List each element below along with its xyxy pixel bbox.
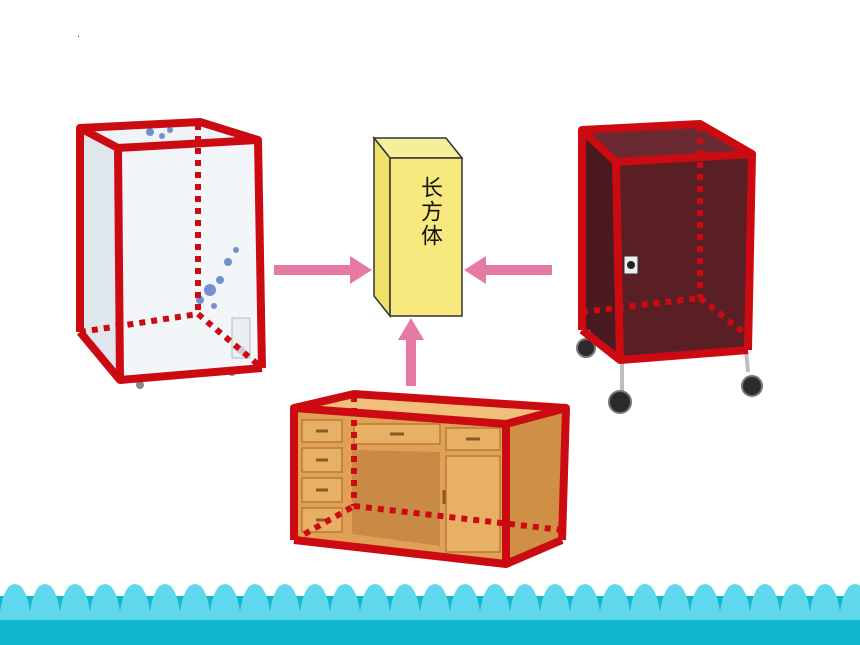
cabinet-hidden-edges	[581, 126, 750, 339]
arrow-from-desk	[398, 318, 424, 386]
freezer-icon	[80, 122, 262, 389]
arrow-from-freezer	[274, 256, 372, 284]
cabinet-edges	[578, 120, 756, 364]
cuboid-shape	[372, 135, 464, 319]
freezer-hidden-edges	[79, 124, 264, 371]
freezer-edges	[76, 118, 266, 384]
cabinet-illustration	[576, 120, 763, 414]
freezer-illustration	[76, 118, 266, 389]
wave-decoration	[0, 584, 860, 645]
wave-crests	[0, 584, 860, 620]
arrow-from-cabinet	[464, 256, 552, 284]
cuboid-label: 长方体	[417, 176, 442, 248]
dot-mark: .	[77, 29, 80, 40]
cabinet-on-wheels-icon	[576, 124, 763, 414]
desk-icon	[294, 394, 566, 564]
desk-edges	[290, 390, 570, 568]
desk-illustration	[290, 390, 570, 568]
